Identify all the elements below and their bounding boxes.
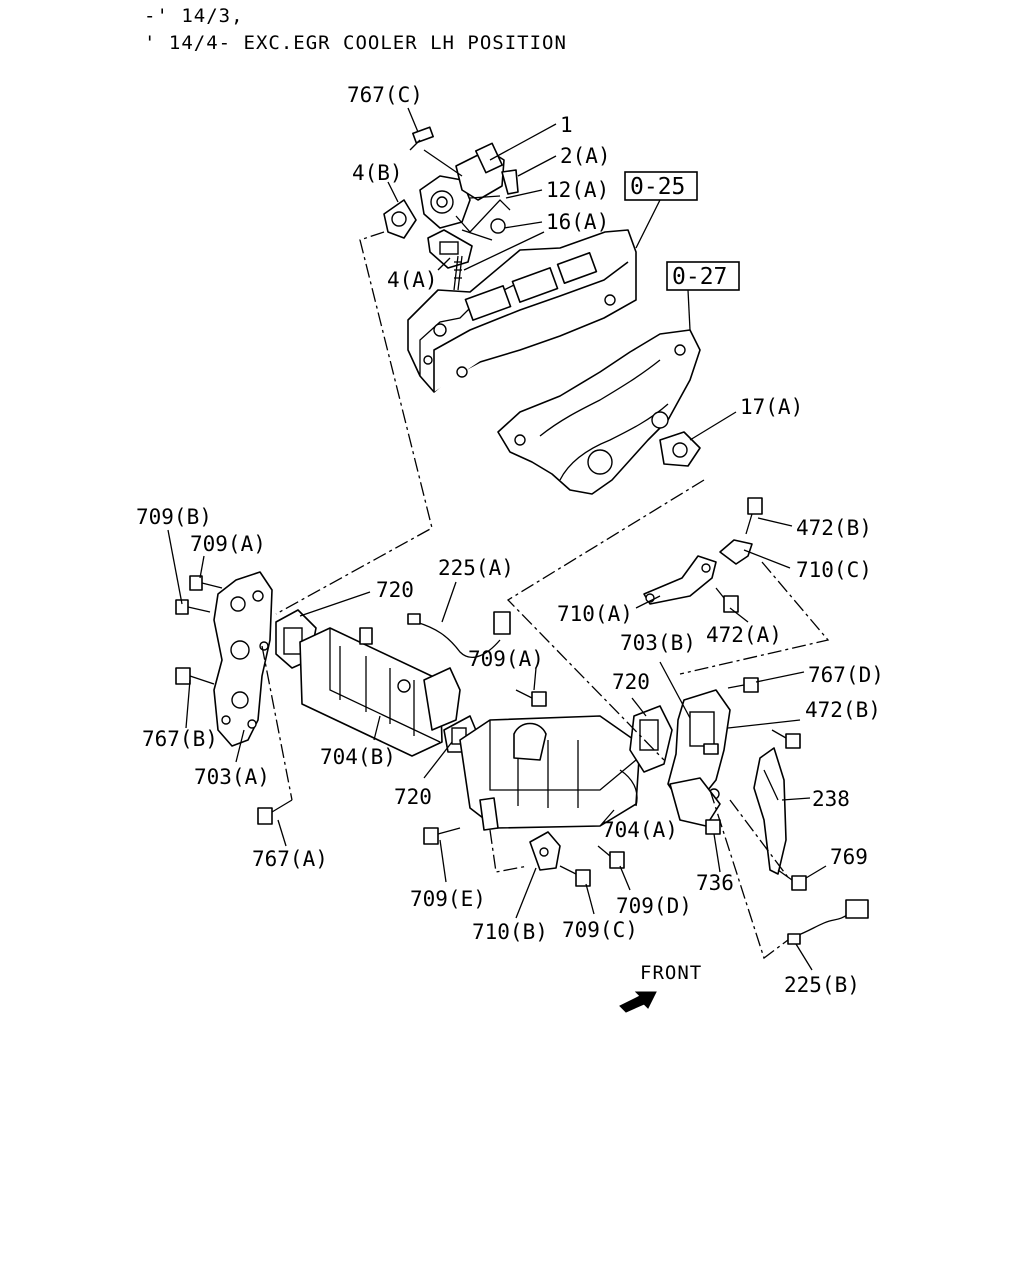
callout-4b[interactable]: 4(B) [352,161,403,185]
gasket-4b-drawing [383,199,417,239]
bolt-767a-drawing [257,799,293,825]
exhaust-manifold-drawing [497,329,701,495]
reference-0-27[interactable]: 0-27 [672,264,727,290]
bracket-710b-drawing [529,831,561,871]
callout-709d[interactable]: 709(D) [616,894,692,918]
callout-12a[interactable]: 12(A) [546,178,609,202]
header-line-1: -' 14/3, [144,5,244,27]
assembly-lines [261,149,830,960]
front-label: FRONT [640,962,702,984]
callout-704a[interactable]: 704(A) [602,818,678,842]
egr-cooler-704a-drawing [459,715,641,831]
callout-767d[interactable]: 767(D) [808,663,884,687]
callout-720-left[interactable]: 720 [376,578,414,602]
callout-2a[interactable]: 2(A) [560,144,611,168]
callout-1[interactable]: 1 [560,113,573,137]
callout-710a[interactable]: 710(A) [557,602,633,626]
callout-736[interactable]: 736 [696,871,734,895]
bracket-703a-drawing [213,571,273,747]
bracket-710a-drawing [643,555,717,605]
egr-valve-drawing [409,126,519,234]
bolt-472b-top-drawing [745,497,763,535]
bolt-709e-drawing [423,827,461,845]
reference-0-25[interactable]: 0-25 [630,174,685,200]
callout-704b[interactable]: 704(B) [320,745,396,769]
callout-472b-lower[interactable]: 472(B) [805,698,881,722]
bracket-736-drawing [669,777,721,835]
egr-cooler-704b-drawing [299,627,461,757]
callout-4a[interactable]: 4(A) [387,268,438,292]
callout-709a-left[interactable]: 709(A) [190,532,266,556]
callout-769[interactable]: 769 [830,845,868,869]
gasket-17a-drawing [659,431,701,467]
callout-225a[interactable]: 225(A) [438,556,514,580]
bolt-709a-mid-drawing [515,689,547,707]
reference-box-0-25[interactable] [624,171,698,201]
callout-767a[interactable]: 767(A) [252,847,328,871]
bolt-767d-drawing [727,677,759,693]
callout-225b[interactable]: 225(B) [784,973,860,997]
callout-703a[interactable]: 703(A) [194,765,270,789]
bolt-709d-drawing [597,845,625,869]
leader-lines [167,107,827,971]
bolt-709a-left-drawing [189,575,223,591]
intake-manifold-drawing [407,229,637,393]
callout-238[interactable]: 238 [812,787,850,811]
front-arrow-icon [619,991,657,1013]
header-line-2: ' 14/4- EXC.EGR COOLER LH POSITION [144,32,567,54]
sensor-225b-drawing [787,899,869,945]
callout-710c[interactable]: 710(C) [796,558,872,582]
callout-709b[interactable]: 709(B) [136,505,212,529]
heat-shield-238-drawing [753,747,787,875]
bolt-472a-drawing [715,587,739,613]
callout-472a[interactable]: 472(A) [706,623,782,647]
callout-703b[interactable]: 703(B) [620,631,696,655]
bolt-709b-drawing [175,599,211,615]
callout-720-right[interactable]: 720 [612,670,650,694]
sensor-225a-drawing [407,611,511,658]
callout-472b-top[interactable]: 472(B) [796,516,872,540]
bolt-767b-drawing [175,667,215,685]
stud-16a-drawing [453,255,463,291]
callout-720-mid[interactable]: 720 [394,785,432,809]
gasket-4a-drawing [427,229,473,269]
gasket-720-right-drawing [629,705,673,773]
bolt-472b-lower-drawing [771,729,801,749]
bolt-769-drawing [777,869,807,891]
callout-709c[interactable]: 709(C) [562,918,638,942]
bolt-709c-drawing [559,865,591,887]
callout-17a[interactable]: 17(A) [740,395,803,419]
callout-709e[interactable]: 709(E) [410,887,486,911]
bracket-710c-drawing [719,539,753,565]
callout-767b[interactable]: 767(B) [142,727,218,751]
callout-709a-mid[interactable]: 709(A) [468,647,544,671]
callout-16a[interactable]: 16(A) [546,210,609,234]
callout-767c[interactable]: 767(C) [347,83,423,107]
callout-710b[interactable]: 710(B) [472,920,548,944]
reference-box-0-27[interactable] [666,261,740,291]
